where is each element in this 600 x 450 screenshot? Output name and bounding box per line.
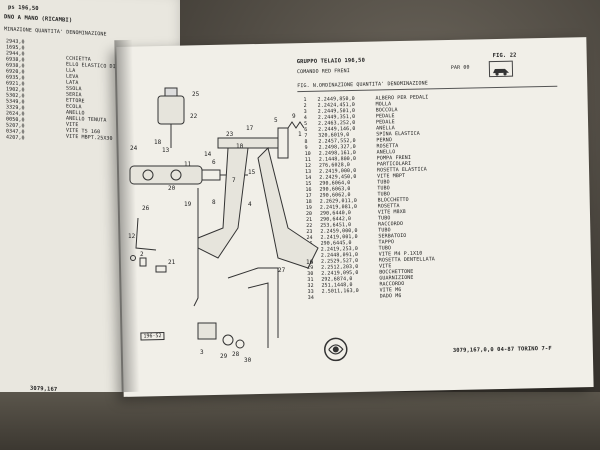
- car-logo-icon: [488, 60, 514, 78]
- callout-number: 14: [204, 151, 212, 158]
- fiat-emblem-icon: [322, 336, 349, 363]
- callout-number: 16: [306, 259, 314, 266]
- callout-number: 30: [244, 357, 252, 364]
- callout-number: 4: [248, 201, 252, 208]
- callout-number: 20: [168, 185, 176, 192]
- callout-number: 5: [274, 117, 278, 124]
- callout-number: 21: [168, 259, 176, 266]
- callout-number: 25: [192, 91, 200, 98]
- callout-number: 28: [232, 351, 240, 358]
- right-page-ref-small: PAR 00: [450, 64, 470, 71]
- callout-number: 2: [140, 251, 144, 258]
- callout-number: 10: [236, 143, 244, 150]
- callout-number: 3: [200, 349, 204, 356]
- left-code-entry: 4207,0: [6, 134, 25, 142]
- right-page: GRUPPO TELAIO 196,50 COMANDO RED FRENI P…: [116, 37, 594, 397]
- callout-number: 22: [190, 113, 198, 120]
- table-surface: [0, 392, 600, 450]
- left-columns-header: MINAZIONE QUANTITA' DENOMINAZIONE: [4, 26, 107, 38]
- callout-number: 12: [128, 233, 136, 240]
- right-page-ref: FIG. 22: [492, 52, 517, 60]
- callout-number: 17: [246, 125, 254, 132]
- callout-number: 24: [130, 145, 138, 152]
- callout-number: 23: [226, 131, 234, 138]
- parts-row-desc: DADO M6: [379, 293, 402, 300]
- callout-number: 13: [162, 147, 170, 154]
- left-header-top: ps 196,50: [8, 4, 39, 13]
- right-footer: 3079,167,0,0 04-87 TORINO 7-F: [452, 345, 552, 354]
- callout-number: 18: [154, 139, 162, 146]
- callout-number: 27: [278, 267, 286, 274]
- callout-number: 11: [184, 161, 192, 168]
- callout-number: 26: [142, 205, 150, 212]
- callout-number: 7: [232, 177, 236, 184]
- callout-number: 8: [212, 199, 216, 206]
- callout-number: 6: [212, 159, 216, 166]
- right-title-top: GRUPPO TELAIO 196,50: [296, 57, 366, 66]
- callout-number: 15: [248, 169, 256, 176]
- callout-number: 9: [292, 113, 296, 120]
- left-desc-entry: VITE MBPT.25X30: [66, 133, 113, 142]
- left-header-sub: DNO A MANO (RICAMBI): [4, 14, 73, 24]
- callout-number: 1: [298, 131, 302, 138]
- right-title-sub: COMANDO RED FRENI: [296, 68, 350, 76]
- callout-number: 19: [184, 201, 192, 208]
- callout-number: 29: [220, 353, 228, 360]
